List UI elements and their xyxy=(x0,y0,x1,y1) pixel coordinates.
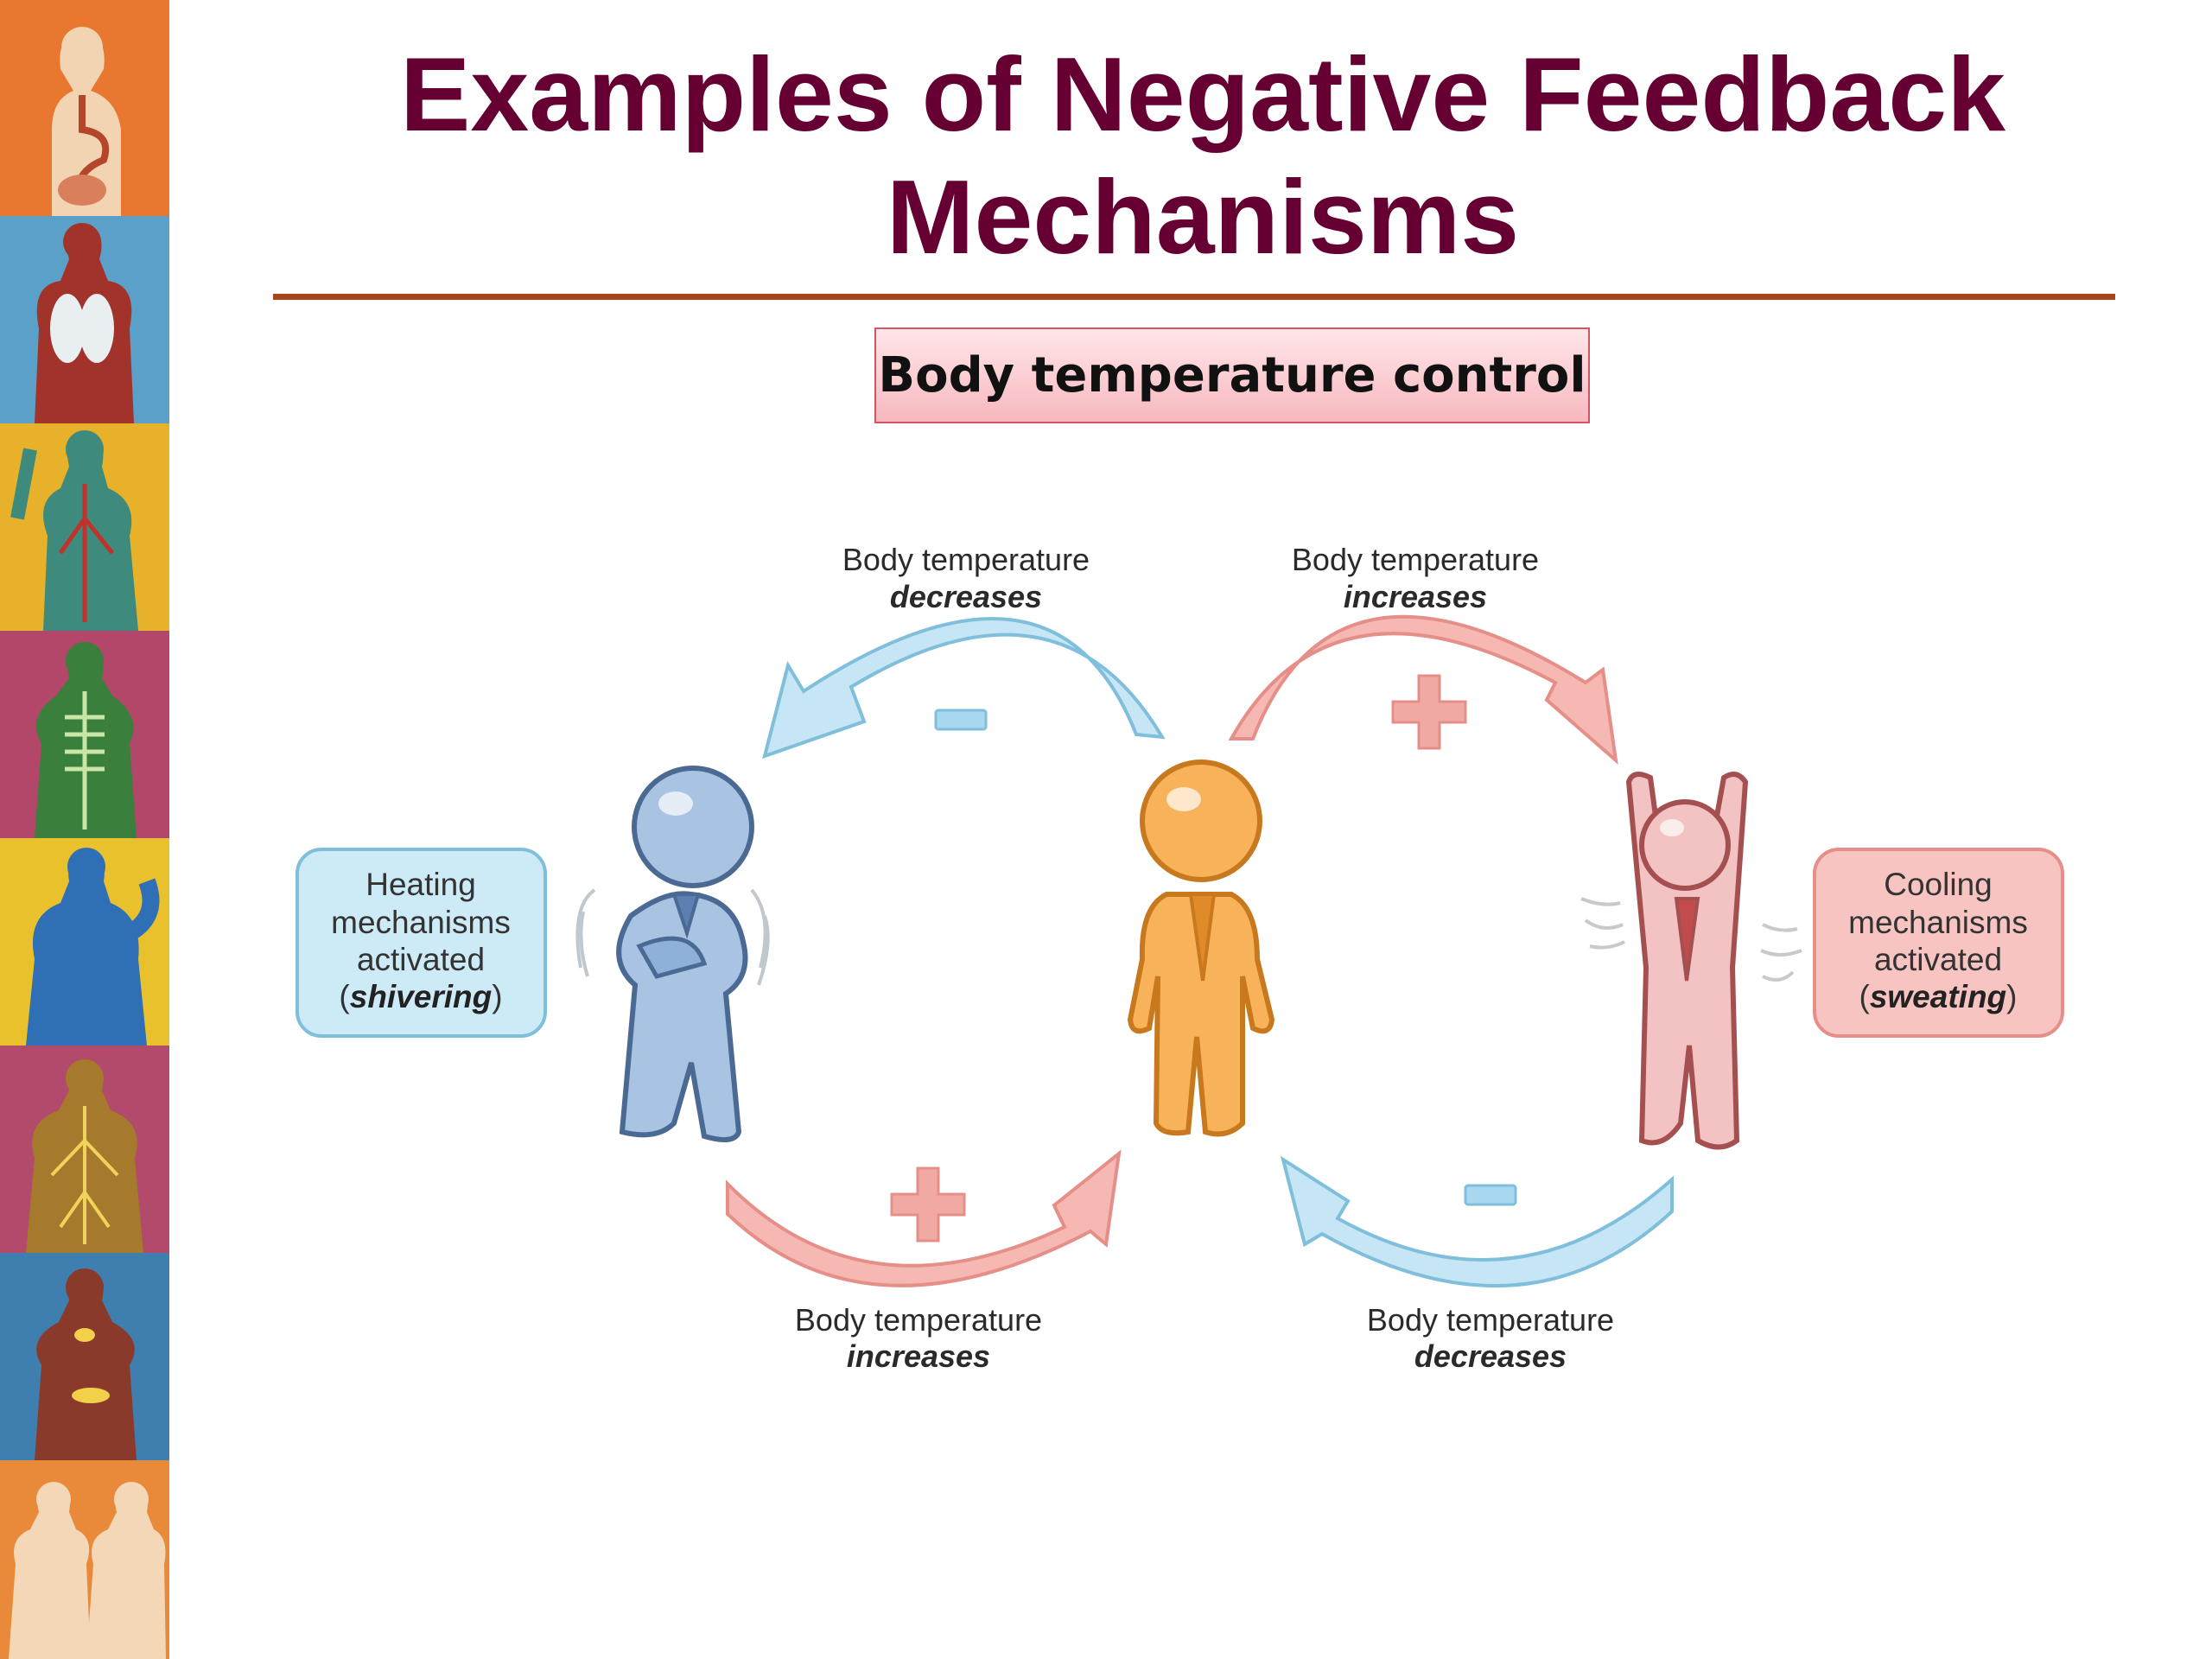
sidebar-panel-nervous xyxy=(0,1046,169,1253)
normal-person-figure xyxy=(1127,760,1275,1137)
sidebar-panel-digestive xyxy=(0,0,169,216)
minus-icon xyxy=(934,709,988,731)
title-divider xyxy=(273,294,2115,300)
heating-line2: mechanisms xyxy=(331,905,511,940)
cooling-line1: Cooling xyxy=(1884,867,1992,902)
cooling-line3: activated xyxy=(1874,942,2002,977)
sidebar-panel-reproductive xyxy=(0,1460,169,1659)
cooling-box: Cooling mechanisms activated (sweating) xyxy=(1813,848,2064,1038)
label-bottom-right: Body temperature decreases xyxy=(1367,1302,1614,1374)
cooling-line4: (sweating) xyxy=(1859,979,2018,1014)
heating-box: Heating mechanisms activated (shivering) xyxy=(296,848,547,1038)
label-bottom-right-line2: decreases xyxy=(1414,1338,1567,1374)
label-bottom-left-line2: increases xyxy=(847,1338,990,1374)
arrow-bottom-left-increase xyxy=(726,1149,1122,1287)
label-top-right-line2: increases xyxy=(1344,579,1487,614)
arrow-top-left-decrease xyxy=(762,617,1166,760)
cooling-line2: mechanisms xyxy=(1848,905,2028,940)
sidebar-panel-muscular xyxy=(0,838,169,1046)
label-bottom-left: Body temperature increases xyxy=(795,1302,1042,1374)
page-title-line2: Mechanisms xyxy=(886,158,1520,276)
label-top-left-line1: Body temperature xyxy=(842,542,1090,577)
label-bottom-right-line1: Body temperature xyxy=(1367,1302,1614,1338)
heating-line4: (shivering) xyxy=(339,979,502,1014)
subtitle-box: Body temperature control xyxy=(874,327,1590,423)
label-bottom-left-line1: Body temperature xyxy=(795,1302,1042,1338)
heating-line3: activated xyxy=(357,942,485,977)
label-top-right-line1: Body temperature xyxy=(1292,542,1539,577)
label-top-left-line2: decreases xyxy=(890,579,1042,614)
sidebar-panel-circulatory xyxy=(0,423,169,631)
label-top-left: Body temperature decreases xyxy=(842,542,1090,614)
sidebar-panel-respiratory xyxy=(0,216,169,423)
subtitle-text: Body temperature control xyxy=(878,347,1586,404)
hot-person-figure xyxy=(1580,772,1802,1150)
page-title-line1: Examples of Negative Feedback xyxy=(400,35,2005,153)
heating-line1: Heating xyxy=(365,867,476,902)
body-systems-sidebar xyxy=(0,0,169,1659)
plus-icon xyxy=(1391,674,1467,750)
plus-icon xyxy=(890,1166,966,1243)
sidebar-panel-endocrine xyxy=(0,1253,169,1460)
sidebar-panel-skeletal xyxy=(0,631,169,838)
minus-icon xyxy=(1464,1184,1517,1206)
cold-person-figure xyxy=(575,766,770,1142)
arrow-bottom-right-decrease xyxy=(1280,1155,1674,1288)
label-top-right: Body temperature increases xyxy=(1292,542,1539,614)
page-title: Examples of Negative Feedback Mechanisms xyxy=(270,33,2136,278)
arrow-top-right-increase xyxy=(1228,614,1618,766)
